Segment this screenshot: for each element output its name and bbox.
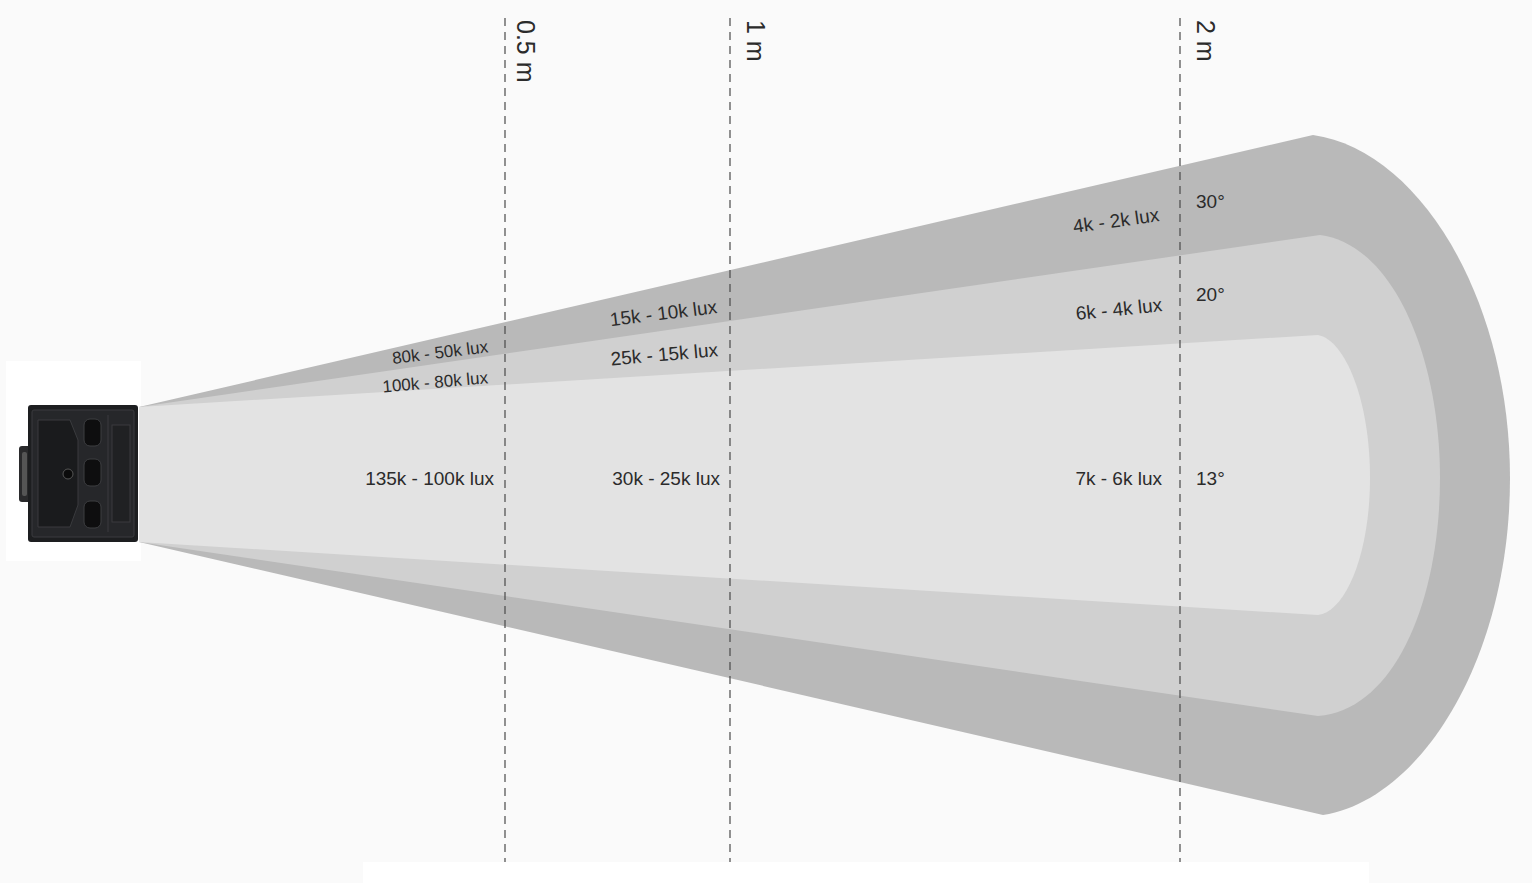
beam-cone-shape: [139, 335, 1370, 615]
angle-label: 30°: [1196, 191, 1225, 213]
beam-cone: [139, 335, 1371, 616]
beam-cone-shape: [139, 135, 1510, 815]
beam-cone-shape: [139, 235, 1440, 716]
device-backdrop: [6, 361, 141, 561]
distance-label: 1 m: [741, 20, 770, 62]
lux-label: 135k - 100k lux: [365, 468, 494, 490]
distance-line: [729, 18, 730, 862]
lux-label: 7k - 6k lux: [1075, 468, 1162, 490]
angle-label: 20°: [1196, 284, 1225, 306]
distance-line: [504, 18, 505, 862]
light-device: [19, 405, 138, 542]
lux-label: 30k - 25k lux: [612, 468, 720, 490]
distance-label: 0.5 m: [511, 20, 540, 83]
angle-label: 13°: [1196, 468, 1225, 490]
beam-zone: 135k - 100k lux 30k - 25k lux 7k - 6k lux 1…: [139, 335, 1371, 616]
beam-zone: 135k - 100k lux 30k - 25k lux 7k - 6k lux 1…: [139, 235, 1441, 717]
distance-label: 2 m: [1191, 20, 1220, 62]
bottom-strip: [363, 862, 1369, 883]
distance-line: [1179, 18, 1180, 862]
beam-zone: 135k - 100k lux 30k - 25k lux 7k - 6k lux 1…: [139, 135, 1511, 816]
